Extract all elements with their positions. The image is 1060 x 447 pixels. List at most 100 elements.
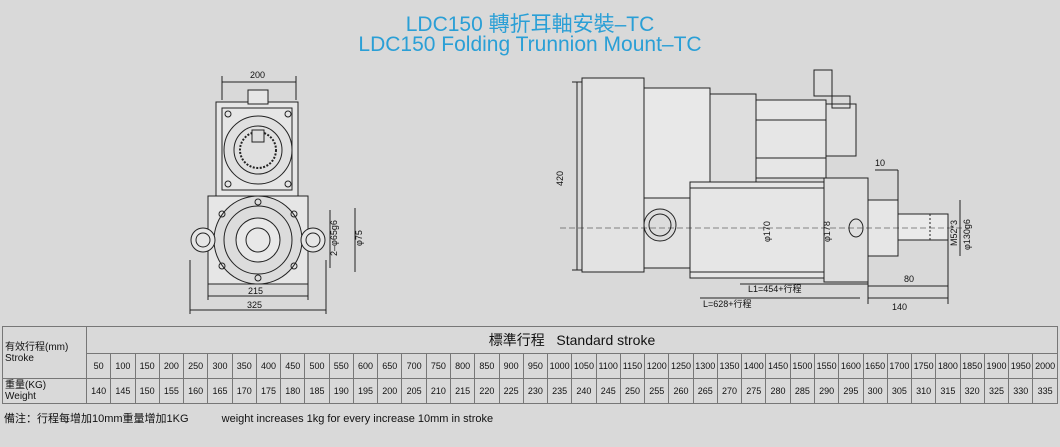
weight-cell: 260 [668,378,694,404]
weight-cell: 330 [1008,378,1034,404]
stroke-label-en: Stroke [5,352,34,364]
stroke-cell: 50 [85,353,112,379]
side-view [560,69,970,304]
technical-drawing: 200 215 325 2–φ65g6 φ75 420 10 φ170 φ178… [189,69,972,314]
header-en: Standard stroke [556,332,656,348]
stroke-cell: 450 [280,353,306,379]
stroke-cell: 1850 [959,353,985,379]
dim-phi178: φ178 [822,221,832,242]
stroke-cell: 900 [498,353,524,379]
weight-cell: 270 [716,378,743,404]
weight-cell: 295 [838,378,864,404]
weight-cell: 300 [862,378,888,404]
stroke-cell: 500 [304,353,330,379]
weight-cell: 305 [886,378,913,404]
title-english: LDC150 Folding Trunnion Mount–TC [358,33,702,56]
weight-cell: 200 [377,378,403,404]
dim-m52: M52*3 [949,220,959,246]
stroke-cell: 850 [474,353,500,379]
weight-cell: 280 [765,378,791,404]
weight-label-en: Weight [5,391,36,402]
weight-cell: 225 [498,378,524,404]
stroke-cell: 800 [449,353,476,379]
footnote-zh: 備注：行程每增加10mm重量增加1KG [4,413,189,425]
dim-215: 215 [248,286,263,296]
stroke-cell: 1750 [911,353,937,379]
dim-200: 200 [250,70,265,80]
weight-cell: 145 [110,378,136,404]
stroke-cell: 1650 [862,353,888,379]
weight-cell: 325 [983,378,1010,404]
weight-cell: 195 [352,378,379,404]
weight-cell: 210 [425,378,451,404]
stroke-cell: 1450 [765,353,791,379]
weight-cell: 220 [474,378,500,404]
stroke-cell: 300 [207,353,233,379]
dim-420: 420 [555,171,565,186]
weight-cell: 215 [449,378,476,404]
weight-cell: 265 [692,378,718,404]
stroke-cell: 1050 [571,353,597,379]
stroke-cell: 1400 [741,353,767,379]
stroke-cell: 1600 [838,353,864,379]
stroke-cell: 400 [255,353,282,379]
footnote: 備注：行程每增加10mm重量增加1KG weight increases 1kg… [4,410,523,426]
weight-cell: 170 [231,378,257,404]
stroke-cell: 100 [110,353,136,379]
weight-cell: 140 [85,378,112,404]
header-zh: 標準行程 [488,332,545,348]
stroke-cell: 1500 [789,353,815,379]
dim-10: 10 [875,158,885,168]
standard-stroke-header: 標準行程 Standard stroke [86,326,1058,354]
weight-cell: 175 [255,378,282,404]
weight-cell: 185 [304,378,330,404]
stroke-cell: 350 [231,353,257,379]
stroke-cell: 1000 [547,353,573,379]
dim-l1: L1=454+行程 [748,283,802,294]
stroke-cell: 1950 [1008,353,1034,379]
stroke-cell: 750 [425,353,451,379]
weight-cell: 155 [158,378,185,404]
stroke-cell: 600 [352,353,379,379]
dim-140: 140 [892,302,907,312]
weight-cell: 180 [280,378,306,404]
weight-cell: 275 [741,378,767,404]
weight-cell: 165 [207,378,233,404]
stroke-cell: 950 [522,353,549,379]
stroke-cell: 1550 [813,353,840,379]
weight-cell: 160 [183,378,209,404]
stroke-cell: 1200 [644,353,670,379]
stroke-cell: 1150 [619,353,646,379]
stroke-cell: 650 [377,353,403,379]
end-view [189,76,356,314]
weight-cell: 240 [571,378,597,404]
weight-cell: 315 [935,378,961,404]
stroke-cell: 2000 [1032,353,1058,379]
stroke-cell: 1700 [886,353,913,379]
stroke-cell: 700 [401,353,427,379]
dim-pin-diameter: 2–φ65g6 [329,220,339,256]
weight-cell: 250 [619,378,646,404]
weight-label: 重量(KG) Weight [2,378,87,404]
footnote-en: weight increases 1kg for every increase … [221,413,494,425]
weight-cell: 245 [595,378,621,404]
weight-cell: 190 [328,378,354,404]
weight-cell: 310 [911,378,937,404]
dim-phi75: φ75 [354,230,364,246]
dim-l: L=628+行程 [703,298,752,309]
stroke-label: 有效行程(mm) Stroke [2,326,87,379]
stroke-cell: 1100 [595,353,621,379]
weight-label-zh: 重量(KG) [5,380,47,391]
weight-cell: 230 [522,378,549,404]
weight-cell: 255 [644,378,670,404]
weight-cell: 205 [401,378,427,404]
weight-cell: 235 [547,378,573,404]
dim-phi130: φ130g6 [962,219,972,250]
stroke-cell: 550 [328,353,354,379]
stroke-cell: 1250 [668,353,694,379]
stroke-cell: 1300 [692,353,718,379]
title-chinese: LDC150 轉折耳軸安裝–TC [405,13,655,36]
